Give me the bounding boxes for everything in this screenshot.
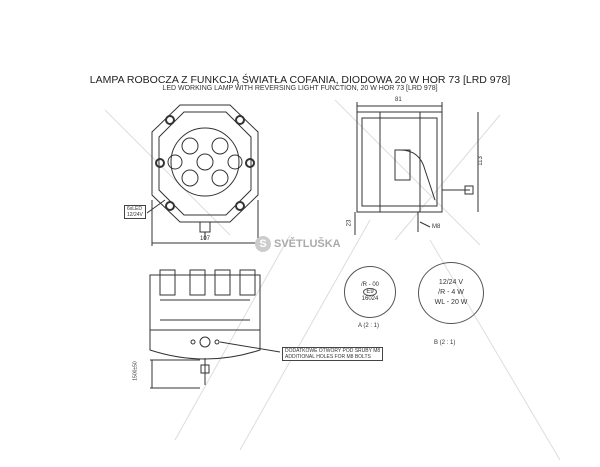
- side-view: [354, 102, 479, 235]
- detail-a-caption: A (2 : 1): [358, 323, 380, 329]
- e-mark: E9: [363, 288, 377, 296]
- side-width-dim: 81: [395, 97, 402, 103]
- logo-icon: S: [255, 236, 271, 252]
- note-line2: ADDITIONAL HOLES FOR M8 BOLTS: [285, 354, 371, 360]
- led-label-line2: 12/24V: [127, 212, 143, 218]
- front-width-dim: 107: [200, 236, 211, 242]
- detail-a-circle: /R - 00 E9 16024: [344, 266, 396, 318]
- logo-text: SVĚTLUŠKA: [274, 238, 341, 250]
- note-line1: DODATKOWE OTWORY POD ŚRUBY M8: [285, 348, 381, 354]
- bottom-view: [149, 269, 281, 389]
- detail-a-line1: /R - 00: [360, 282, 379, 288]
- drawing-title: LAMPA ROBOCZA Z FUNKCJĄ ŚWIATŁA COFANIA,…: [89, 74, 511, 86]
- detail-b-line1: 12/24 V: [438, 279, 464, 286]
- bolt-label: M8: [432, 224, 441, 230]
- led-label-line1: 6xLED: [127, 206, 143, 212]
- detail-a-line3: 16024: [361, 296, 379, 302]
- detail-b-line3: WL - 20 W: [434, 299, 468, 306]
- side-height-dim: 113: [477, 156, 484, 166]
- cable-length-dim: 1500±50: [132, 361, 139, 381]
- detail-b-line2: /R - 4 W: [438, 289, 464, 296]
- svetluska-watermark: S SVĚTLUŠKA: [255, 236, 341, 252]
- detail-b-caption: B (2 : 1): [434, 340, 456, 346]
- front-view: [146, 104, 259, 246]
- bottom-holes-note: DODATKOWE OTWORY POD ŚRUBY M8 ADDITIONAL…: [282, 347, 384, 361]
- bolt-dim: 23: [346, 219, 353, 227]
- drawing-subtitle: LED WORKING LAMP WITH REVERSING LIGHT FU…: [162, 85, 438, 92]
- watermark-lines: [104, 99, 561, 461]
- front-led-label: 6xLED 12/24V: [124, 205, 146, 219]
- detail-b-circle: 12/24 V /R - 4 W WL - 20 W: [418, 262, 484, 324]
